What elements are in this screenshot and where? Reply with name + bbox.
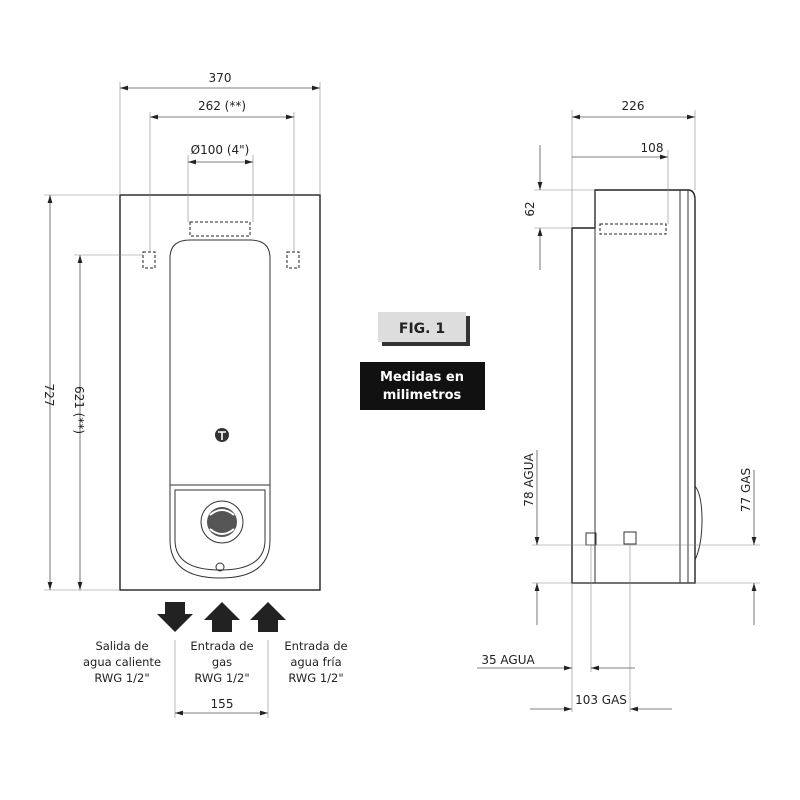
dim-depth-total: 226 <box>622 99 645 113</box>
svg-text:RWG 1/2": RWG 1/2" <box>94 671 149 685</box>
side-view: 226 108 62 78 AGUA 77 GAS 35 AGUA 103 GA… <box>477 99 760 712</box>
dim-gas-height: 77 GAS <box>739 468 753 512</box>
front-panel <box>169 239 271 579</box>
arrow-up-icon <box>204 602 240 632</box>
svg-text:RWG 1/2": RWG 1/2" <box>194 671 249 685</box>
dim-flue-diameter: Ø100 (4") <box>191 143 250 157</box>
flue-dashed-side <box>599 223 667 235</box>
svg-text:Salida de: Salida de <box>95 639 148 653</box>
dim-width-mount: 262 (**) <box>198 99 246 113</box>
dim-water-height: 78 AGUA <box>522 453 536 507</box>
indicator-icon <box>215 562 225 572</box>
connection-label-hot-water: Salida de agua caliente RWG 1/2" <box>83 639 161 685</box>
svg-text:Medidas en: Medidas en <box>380 370 464 385</box>
dim-connection-spacing: 155 <box>211 697 234 711</box>
units-label: Medidas en milimetros <box>360 362 485 410</box>
gas-fitting-icon <box>623 531 637 545</box>
front-view: 370 262 (**) Ø100 (4") 727 621 (**) Sali… <box>42 71 348 718</box>
dim-flue-offset: 108 <box>641 141 664 155</box>
svg-text:milimetros: milimetros <box>383 388 462 403</box>
connection-label-gas: Entrada de gas RWG 1/2" <box>190 639 253 685</box>
brand-logo-icon <box>215 428 229 442</box>
flue-outlet-dashed <box>189 221 251 237</box>
mount-hole-right <box>286 251 300 269</box>
mount-hole-left <box>142 251 156 269</box>
svg-text:FIG. 1: FIG. 1 <box>399 321 445 337</box>
svg-text:RWG 1/2": RWG 1/2" <box>288 671 343 685</box>
figure-label: FIG. 1 <box>378 312 470 346</box>
dim-water-offset: 35 AGUA <box>481 653 535 667</box>
arrow-down-icon <box>157 602 193 632</box>
svg-text:Entrada de: Entrada de <box>190 639 253 653</box>
dim-gas-offset: 103 GAS <box>575 693 627 707</box>
arrow-up-icon <box>250 602 286 632</box>
svg-text:gas: gas <box>212 655 232 669</box>
svg-text:agua fría: agua fría <box>290 655 341 669</box>
control-knob-icon <box>200 500 244 544</box>
dim-height-mount: 621 (**) <box>72 386 86 434</box>
svg-text:Entrada de: Entrada de <box>284 639 347 653</box>
svg-text:agua caliente: agua caliente <box>83 655 161 669</box>
dim-flue-height: 62 <box>523 201 537 216</box>
dim-width-total: 370 <box>209 71 232 85</box>
heater-body-side <box>571 189 696 584</box>
connection-label-cold-water: Entrada de agua fría RWG 1/2" <box>284 639 347 685</box>
dim-height-total: 727 <box>42 384 56 407</box>
